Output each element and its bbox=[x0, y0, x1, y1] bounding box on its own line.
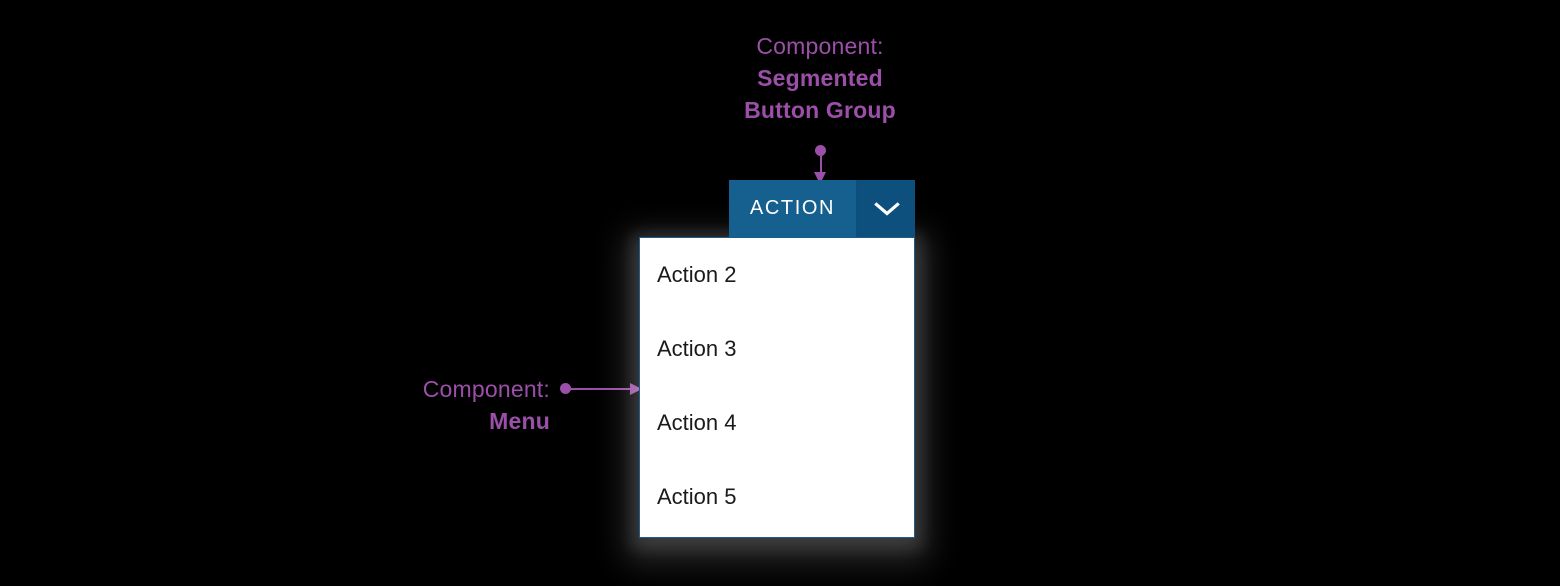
menu-item-action-5[interactable]: Action 5 bbox=[657, 484, 737, 509]
dropdown-menu[interactable]: Action 2 Action 3 Action 4 Action 5 bbox=[639, 237, 915, 538]
dropdown-toggle-button[interactable] bbox=[858, 180, 915, 237]
annotation-connector-line-left bbox=[568, 387, 634, 390]
annotation-menu: Component: Menu bbox=[250, 373, 550, 437]
annotation-segmented-button-group: Component: Segmented Button Group bbox=[600, 30, 1040, 126]
chevron-down-icon bbox=[873, 201, 900, 217]
annotation-component-name-line-1: Segmented bbox=[757, 65, 883, 91]
annotation-lead-label: Component: bbox=[422, 376, 550, 402]
action-button[interactable]: ACTION bbox=[729, 180, 856, 237]
menu-list: Action 2 Action 3 Action 4 Action 5 bbox=[640, 238, 914, 534]
annotation-connector-dot-left bbox=[560, 383, 571, 394]
annotation-component-name-line-2: Button Group bbox=[744, 97, 896, 123]
segmented-button-group[interactable]: ACTION bbox=[729, 180, 915, 237]
annotation-lead-label: Component: bbox=[756, 33, 884, 59]
segment-divider bbox=[856, 180, 858, 237]
menu-item-action-2[interactable]: Action 2 bbox=[657, 262, 737, 287]
menu-item-action-3[interactable]: Action 3 bbox=[657, 336, 737, 361]
annotation-connector-dot-top bbox=[815, 145, 826, 156]
annotation-connector-line-top bbox=[819, 152, 822, 176]
menu-item-action-4[interactable]: Action 4 bbox=[657, 410, 737, 435]
annotation-component-name: Menu bbox=[489, 408, 550, 434]
